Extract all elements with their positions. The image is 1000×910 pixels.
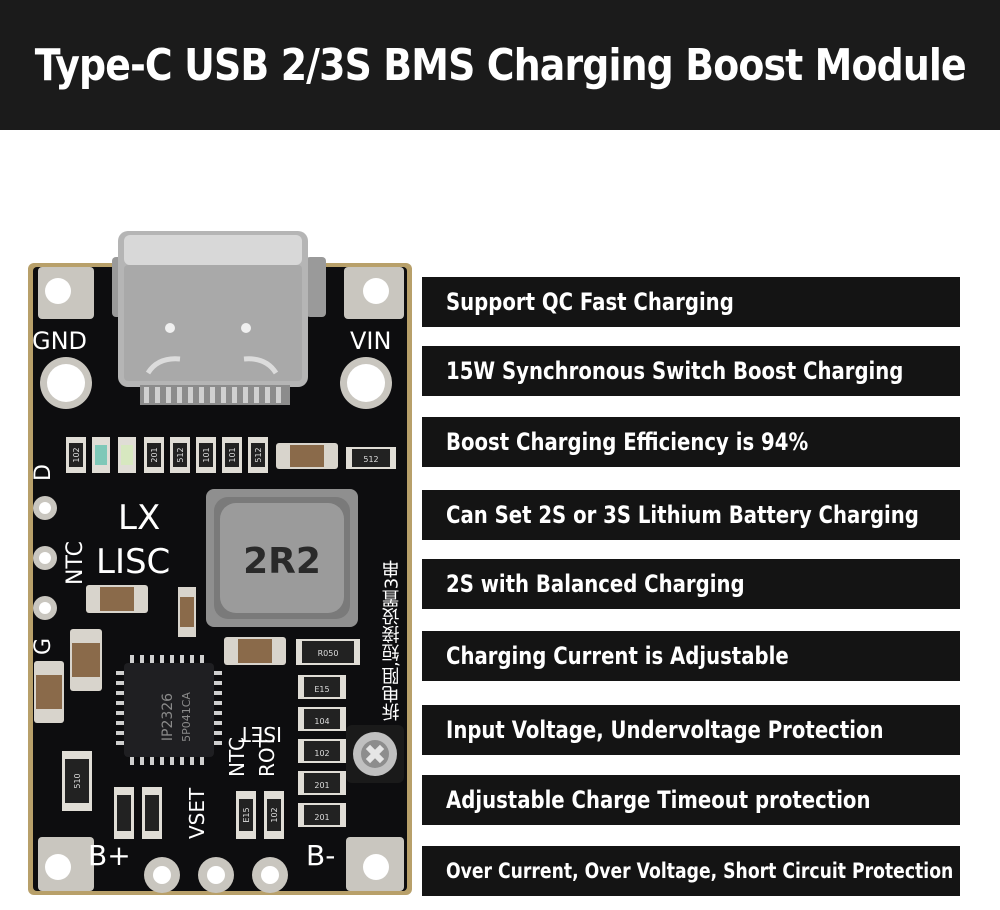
gnd-label: GND: [32, 327, 87, 355]
feature-item: 15W Synchronous Switch Boost Charging: [422, 346, 960, 396]
vin-label: VIN: [350, 327, 391, 355]
resistor-code: 201: [314, 781, 329, 790]
resistor-code: 510: [73, 773, 82, 788]
feature-item: 2S with Balanced Charging: [422, 559, 960, 609]
feature-text: 2S with Balanced Charging: [446, 570, 745, 598]
inductor-marking: 2R2: [243, 541, 321, 582]
title-banner: Type-C USB 2/3S BMS Charging Boost Modul…: [0, 0, 1000, 130]
iset-label: ISET: [238, 722, 282, 746]
resistor-code: 201: [150, 447, 159, 462]
bplus-label: B+: [88, 839, 131, 872]
resistor-code: 101: [228, 447, 237, 462]
feature-text: Over Current, Over Voltage, Short Circui…: [446, 859, 954, 883]
feature-text: Support QC Fast Charging: [446, 288, 734, 316]
feature-item: Adjustable Charge Timeout protection: [422, 775, 960, 825]
feature-text: Can Set 2S or 3S Lithium Battery Chargin…: [446, 501, 919, 529]
feature-item: Support QC Fast Charging: [422, 277, 960, 327]
feature-text: Charging Current is Adjustable: [446, 642, 789, 670]
resistor-code: 512: [176, 447, 185, 462]
resistor-code: 512: [254, 447, 263, 462]
ntc-pin-label: NTC: [63, 541, 88, 585]
product-photo: 2R2: [20, 225, 420, 905]
resistor-code: 102: [72, 447, 81, 462]
vset-label: VSET: [185, 787, 209, 839]
feature-text: Boost Charging Efficiency is 94%: [446, 428, 809, 456]
inductor: 2R2: [206, 489, 358, 627]
ic-chip: IP2326 5P041CA: [116, 655, 222, 765]
resistor-code: E15: [314, 685, 329, 694]
potentiometer: [346, 725, 404, 783]
feature-item: Over Current, Over Voltage, Short Circui…: [422, 846, 960, 896]
lisc-label: LISC: [96, 542, 170, 582]
resistor-code: 101: [202, 447, 211, 462]
d-pin-label: D: [31, 464, 56, 481]
resistor-code: 512: [363, 455, 378, 464]
usb-c-connector: [112, 231, 326, 405]
bms-board-image: 2R2: [28, 231, 412, 895]
feature-item: Input Voltage, Undervoltage Protection: [422, 705, 960, 755]
feature-text: Input Voltage, Undervoltage Protection: [446, 716, 884, 744]
ntc-label-2: NTC: [225, 737, 249, 777]
resistor-code: 201: [314, 813, 329, 822]
chip-marking-1: IP2326: [160, 693, 176, 741]
feature-text: 15W Synchronous Switch Boost Charging: [446, 357, 904, 385]
resistor-code: 104: [314, 717, 329, 726]
resistor-code: 102: [270, 807, 279, 822]
smd-row-top: [66, 437, 396, 473]
resistor-code: 102: [314, 749, 329, 758]
feature-item: Charging Current is Adjustable: [422, 631, 960, 681]
smd-column-right: [298, 675, 346, 827]
bminus-label: B-: [306, 839, 335, 872]
chip-marking-2: 5P041CA: [180, 692, 193, 742]
resistor-code: R050: [318, 649, 339, 658]
resistor-code: E15: [242, 807, 251, 822]
g-pin-label: G: [31, 638, 56, 655]
feature-text: Adjustable Charge Timeout protection: [446, 786, 871, 814]
chinese-note: 拆电阻,短接设置3串: [382, 560, 403, 721]
rot-label: ROT: [255, 734, 279, 777]
mounting-pads: [38, 267, 404, 891]
lx-label: LX: [118, 498, 160, 538]
page-title: Type-C USB 2/3S BMS Charging Boost Modul…: [34, 39, 966, 91]
feature-item: Boost Charging Efficiency is 94%: [422, 417, 960, 467]
feature-item: Can Set 2S or 3S Lithium Battery Chargin…: [422, 490, 960, 540]
